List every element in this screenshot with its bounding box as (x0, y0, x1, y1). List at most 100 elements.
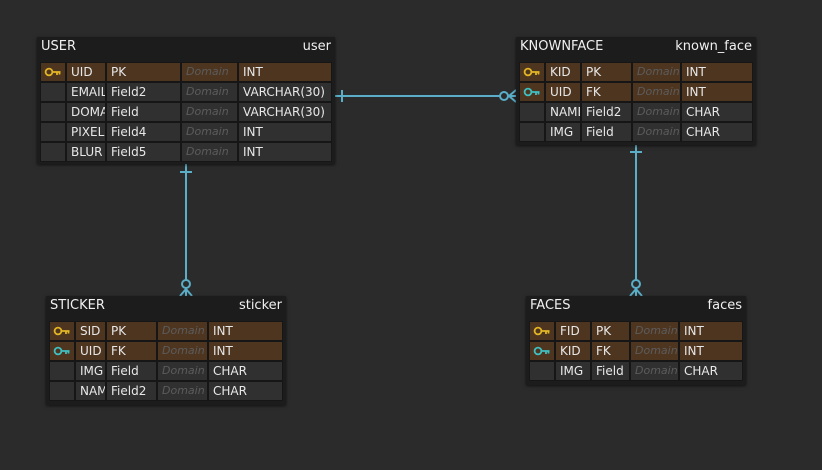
column-name: KID (555, 341, 591, 361)
column-domain: Domain (181, 82, 238, 102)
fk-key-icon (529, 341, 555, 361)
column-kind: Field2 (106, 381, 157, 401)
column-domain: Domain (157, 361, 208, 381)
column-icon-slot (40, 122, 66, 142)
entity-name: STICKER (50, 298, 105, 313)
column-type: INT (679, 321, 743, 341)
column-kind: FK (581, 82, 632, 102)
column-name: FID (555, 321, 591, 341)
column-type: INT (238, 62, 332, 82)
column-name: IMG (75, 361, 106, 381)
column-type: INT (679, 341, 743, 361)
pk-key-icon (40, 62, 66, 82)
column-kind: Field5 (106, 142, 181, 162)
column-icon-slot (40, 102, 66, 122)
column-kind: PK (106, 321, 157, 341)
column-kind: Field (591, 361, 630, 381)
fk-key-icon (49, 341, 75, 361)
column-domain: Domain (181, 102, 238, 122)
column-name: DOMAIN (66, 102, 106, 122)
column-kind: PK (581, 62, 632, 82)
many-cardinality-mark (179, 288, 193, 297)
column-row[interactable]: NAMEField2DomainCHAR (519, 102, 753, 122)
column-domain: Domain (157, 381, 208, 401)
column-domain: Domain (157, 321, 208, 341)
column-domain: Domain (630, 341, 679, 361)
column-icon-slot (49, 361, 75, 381)
column-domain: Domain (181, 122, 238, 142)
column-domain: Domain (632, 122, 681, 142)
column-name: SID (75, 321, 106, 341)
column-kind: FK (106, 341, 157, 361)
column-type: INT (681, 82, 753, 102)
entity-table-name: sticker (238, 298, 282, 313)
column-name: PIXEL (66, 122, 106, 142)
column-type: CHAR (681, 102, 753, 122)
column-type: INT (208, 341, 283, 361)
column-type: INT (238, 122, 332, 142)
column-name: UID (75, 341, 106, 361)
column-name: IMG (545, 122, 581, 142)
column-domain: Domain (630, 361, 679, 381)
column-type: CHAR (208, 361, 283, 381)
column-type: CHAR (681, 122, 753, 142)
entity-header: KNOWNFACE known_face (516, 37, 756, 57)
column-domain: Domain (157, 341, 208, 361)
column-name: UID (545, 82, 581, 102)
column-row[interactable]: DOMAINFieldDomainVARCHAR(30) (40, 102, 332, 122)
column-icon-slot (519, 122, 545, 142)
column-name: UID (66, 62, 106, 82)
column-type: INT (681, 62, 753, 82)
column-domain: Domain (632, 62, 681, 82)
column-name: BLUR (66, 142, 106, 162)
column-domain: Domain (181, 142, 238, 162)
entity-header: USER user (37, 37, 335, 57)
many-cardinality-mark (629, 288, 643, 297)
column-domain: Domain (632, 102, 681, 122)
column-list: KIDPKDomainINTUIDFKDomainINTNAMEField2Do… (516, 62, 756, 145)
column-type: VARCHAR(30) (238, 82, 332, 102)
column-kind: Field (581, 122, 632, 142)
column-name: NAME (545, 102, 581, 122)
column-kind: Field2 (106, 82, 181, 102)
column-type: VARCHAR(30) (238, 102, 332, 122)
column-domain: Domain (632, 82, 681, 102)
column-kind: PK (591, 321, 630, 341)
column-kind: Field2 (581, 102, 632, 122)
fk-key-icon (519, 82, 545, 102)
entity-table-name: known_face (675, 39, 752, 54)
entity-table-name: user (302, 39, 331, 54)
column-type: CHAR (679, 361, 743, 381)
zero-cardinality-mark (499, 91, 509, 101)
entity-name: KNOWNFACE (520, 39, 604, 54)
pk-key-icon (519, 62, 545, 82)
column-name: EMAIL (66, 82, 106, 102)
entity-name: FACES (530, 298, 571, 313)
pk-key-icon (49, 321, 75, 341)
zero-cardinality-mark (181, 279, 191, 289)
column-icon-slot (529, 361, 555, 381)
column-row[interactable]: NAMEField2DomainCHAR (49, 381, 283, 401)
column-icon-slot (519, 102, 545, 122)
column-type: INT (208, 321, 283, 341)
